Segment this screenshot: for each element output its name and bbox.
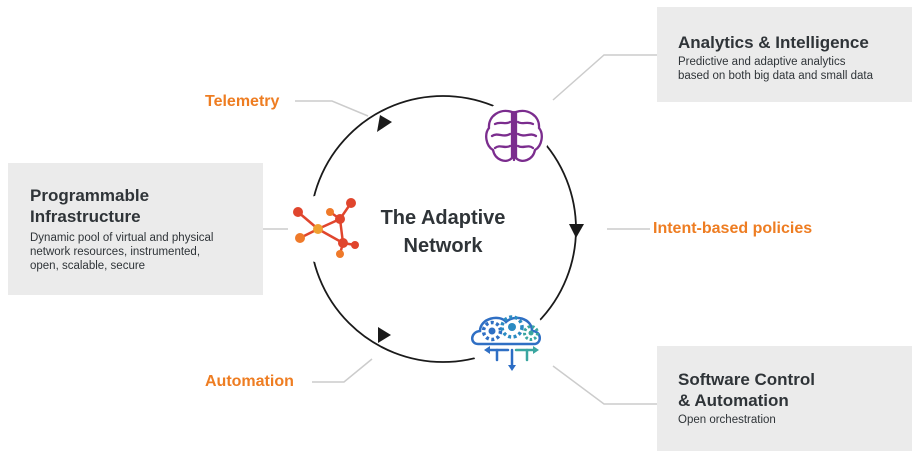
connector-analytics (552, 54, 657, 101)
center-title: The Adaptive Network (365, 204, 521, 260)
connector-automation (312, 358, 373, 383)
arrow-top-left (377, 115, 392, 132)
cloud-gears-icon (471, 315, 541, 371)
network-node-icon (293, 198, 359, 258)
flow-arrows-icon (484, 346, 539, 371)
infrastructure-desc-line3: open, scalable, secure (30, 260, 146, 272)
infrastructure-desc-line1: Dynamic pool of virtual and physical (30, 232, 214, 244)
arrow-right (569, 224, 584, 238)
gear-icon-center (500, 315, 524, 339)
center-title-line2: Network (403, 235, 483, 257)
stage-telemetry-label: Telemetry (205, 93, 280, 110)
analytics-desc-line2: based on both big data and small data (678, 70, 874, 82)
infrastructure-title-line2: Infrastructure (30, 207, 141, 226)
stage-automation-label: Automation (205, 373, 294, 390)
infrastructure-panel: Programmable Infrastructure Dynamic pool… (8, 163, 263, 295)
gear-icon-left (481, 320, 503, 342)
gear-icon-right (523, 325, 539, 341)
center-title-line1: The Adaptive (380, 207, 506, 229)
software-description: Open orchestration (678, 414, 776, 426)
connector-software (552, 365, 657, 405)
arrow-bottom-left (378, 327, 391, 343)
infrastructure-title-line1: Programmable (30, 186, 150, 205)
software-title: Software Control & Automation (678, 369, 902, 411)
software-title-line2: & Automation (678, 391, 789, 410)
analytics-desc-line1: Predictive and adaptive analytics (678, 56, 846, 68)
analytics-description: Predictive and adaptive analytics based … (678, 55, 902, 83)
infrastructure-description: Dynamic pool of virtual and physical net… (30, 231, 251, 273)
brain-icon (485, 109, 543, 162)
analytics-title: Analytics & Intelligence (678, 33, 869, 52)
software-title-line1: Software Control (678, 370, 815, 389)
analytics-panel: Analytics & Intelligence Predictive and … (657, 7, 912, 102)
connector-lines (263, 54, 657, 405)
connector-telemetry (295, 100, 369, 117)
infrastructure-desc-line2: network resources, instrumented, (30, 246, 201, 258)
software-panel: Software Control & Automation Open orche… (657, 346, 912, 451)
stage-intent-label: Intent-based policies (653, 220, 813, 237)
infrastructure-title: Programmable Infrastructure (30, 185, 251, 227)
